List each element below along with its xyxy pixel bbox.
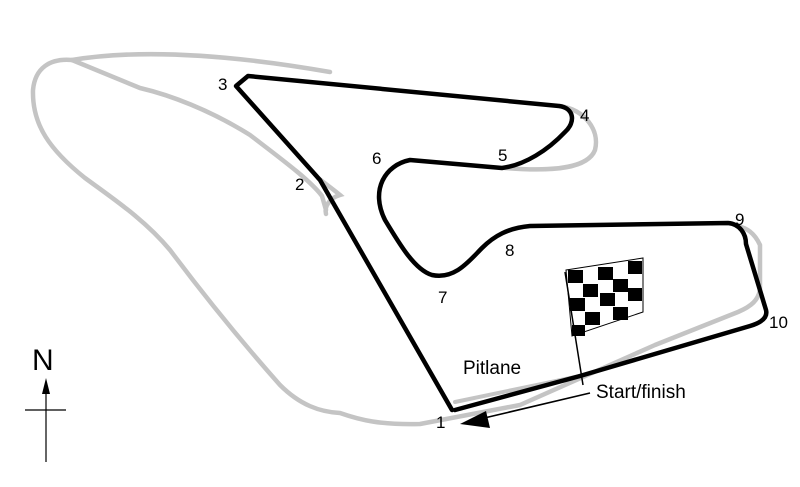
old-layout-turn-four-loop [502,103,599,172]
old-layout-north-loop [69,51,333,75]
corner-2-label: 2 [295,175,304,194]
corner-6-label: 6 [372,149,381,168]
start-finish-label: Start/finish [596,382,686,403]
corner-10-label: 10 [769,313,788,332]
circuit-track [233,73,769,413]
corner-9-label: 9 [735,210,744,229]
north-label: N [32,344,54,377]
old-layout-outline [30,57,763,427]
north-arrow-icon [25,378,66,462]
corner-5-label: 5 [498,146,507,165]
pitlane-label: Pitlane [463,358,521,379]
corner-8-label: 8 [505,241,514,260]
corner-4-label: 4 [580,106,589,125]
old-layout-bend-two [315,175,345,217]
corner-3-label: 3 [218,75,227,94]
chequered-flag-icon [564,257,644,386]
corner-7-label: 7 [438,288,447,307]
direction-arrow-icon [460,392,591,428]
corner-1-label: 1 [436,413,445,432]
